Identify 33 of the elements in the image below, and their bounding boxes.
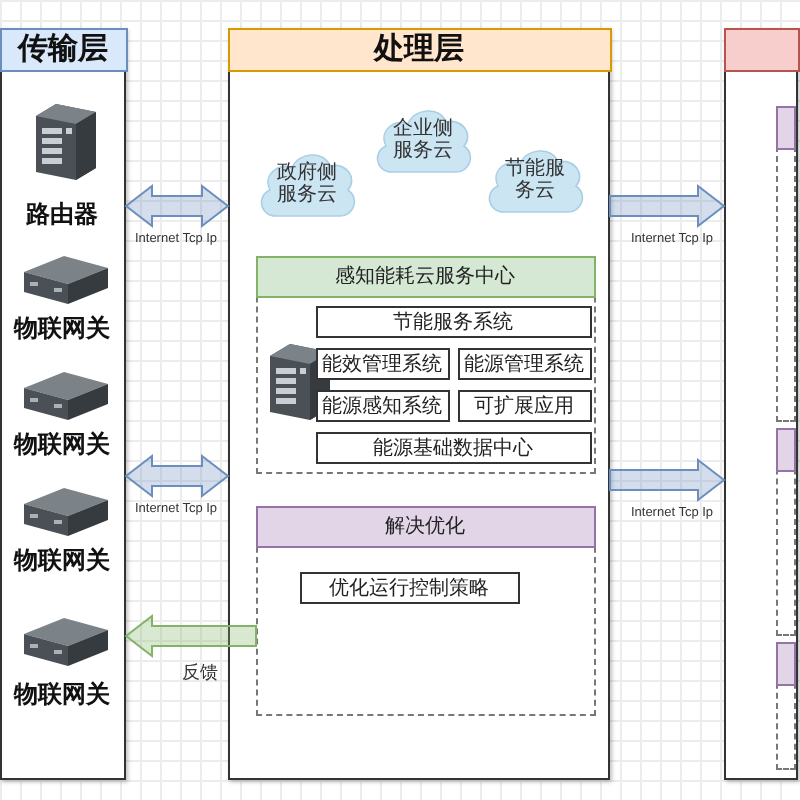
system-box: 能源感知系统 bbox=[315, 389, 449, 421]
device-label: 物联网关 bbox=[3, 679, 121, 711]
system-box: 能源管理系统 bbox=[457, 347, 591, 379]
dashed-group bbox=[775, 427, 795, 635]
edge-label: 反馈 bbox=[182, 660, 218, 686]
dashed-group bbox=[255, 505, 595, 715]
block-arrow bbox=[609, 457, 726, 503]
layer-panel bbox=[228, 28, 610, 780]
block-arrow bbox=[609, 183, 726, 229]
panel-header: 处理层 bbox=[227, 27, 611, 71]
device-label: 物联网关 bbox=[3, 545, 121, 577]
group-header: 解决优化 bbox=[255, 505, 595, 547]
system-box: 可扩展应用 bbox=[457, 389, 591, 421]
layer-panel bbox=[0, 28, 126, 780]
dashed-group bbox=[255, 255, 595, 473]
group-header: 感知能耗云服务中心 bbox=[255, 255, 595, 297]
block-arrow bbox=[124, 613, 257, 659]
device-label: 物联网关 bbox=[3, 313, 121, 345]
cloud-label: 企业侧服务云 bbox=[391, 117, 455, 161]
block-arrow bbox=[124, 183, 230, 229]
dashed-group bbox=[775, 105, 795, 421]
device-label: 路由器 bbox=[3, 199, 121, 231]
layer-panel bbox=[724, 28, 798, 780]
system-box: 节能服务系统 bbox=[315, 305, 591, 337]
cloud-label: 政府侧服务云 bbox=[275, 161, 339, 205]
device-label: 物联网关 bbox=[3, 429, 121, 461]
dashed-group bbox=[775, 641, 795, 769]
system-box: 能源基础数据中心 bbox=[315, 431, 591, 463]
panel-header: 传输层 bbox=[0, 27, 127, 71]
system-box: 优化运行控制策略 bbox=[299, 571, 519, 603]
cloud-label: 节能服务云 bbox=[503, 157, 567, 201]
system-box: 能效管理系统 bbox=[315, 347, 449, 379]
block-arrow bbox=[124, 453, 230, 499]
